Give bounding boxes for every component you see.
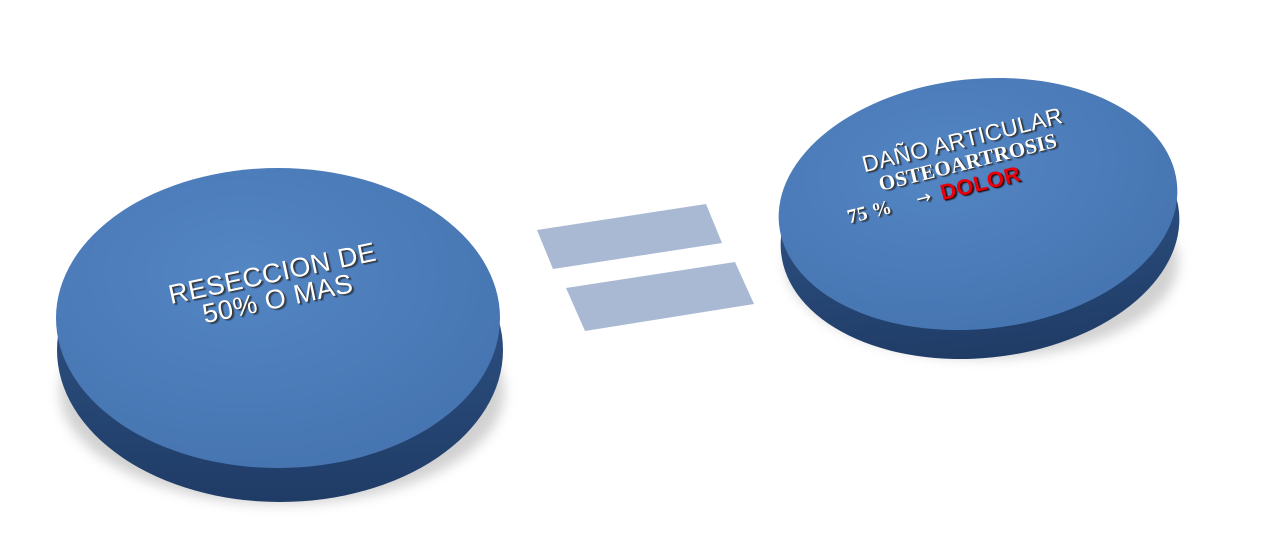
equals-sign (537, 204, 754, 331)
left-disk-top (56, 168, 500, 468)
arrow-right-icon: → (913, 186, 934, 211)
equals-bar-top (537, 204, 722, 269)
right-disk-top (778, 77, 1178, 331)
equals-bar-bottom (566, 262, 754, 331)
right-disk (778, 77, 1180, 360)
left-disk (56, 168, 504, 504)
